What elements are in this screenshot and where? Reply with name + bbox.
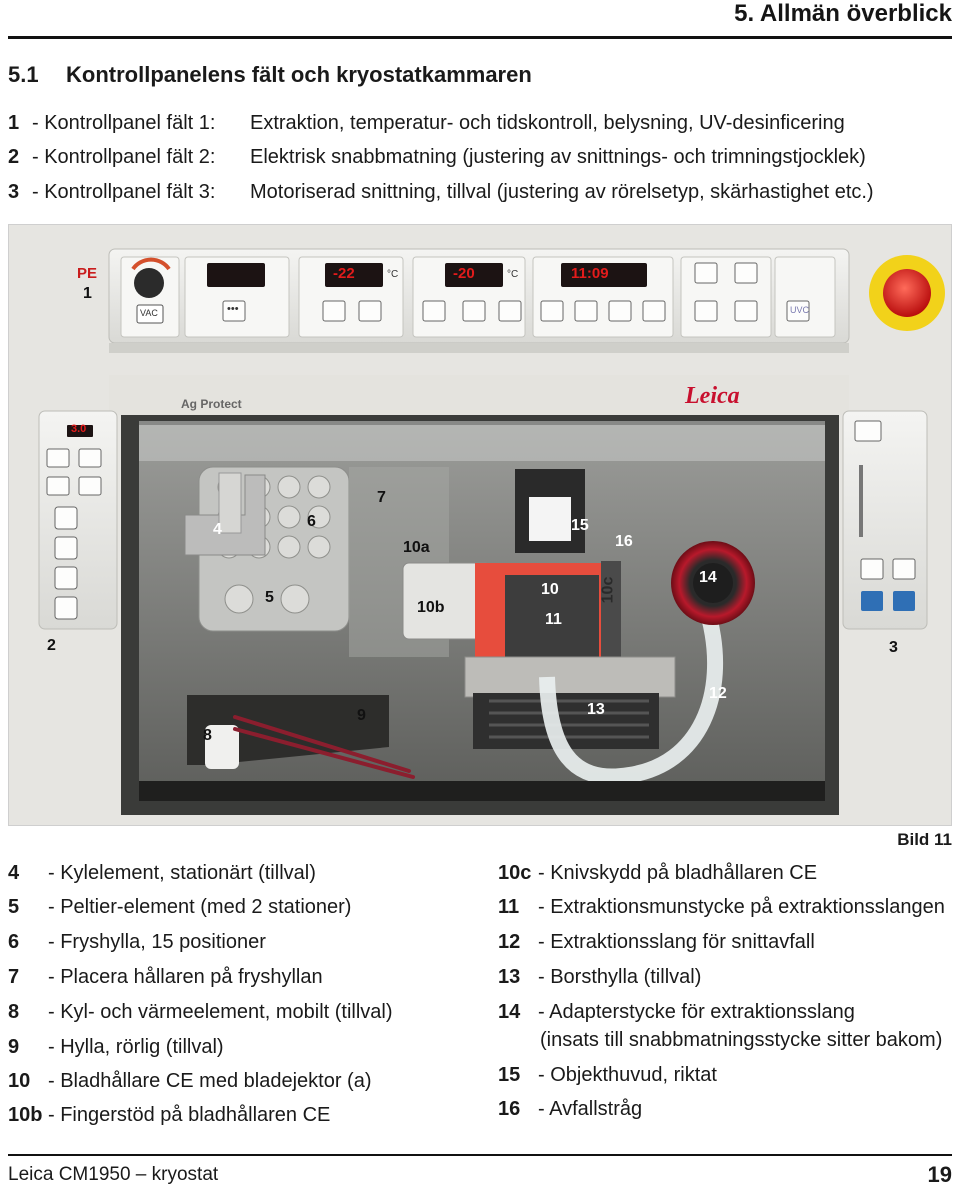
legend-item: 5- Peltier-element (med 2 stationer)	[8, 896, 352, 918]
section-number: 5.1	[8, 62, 39, 87]
callout-10a: 10a	[403, 539, 430, 556]
overview-label: - Kontrollpanel fält 2:	[32, 146, 216, 168]
legend-item: 11- Extraktionsmunstycke på extraktionss…	[498, 896, 945, 918]
cryostat-photo: PE -22 -20 11:09 3.0 °C °C VAC UVC ••• A…	[8, 224, 952, 826]
display-pe: PE	[77, 265, 98, 282]
overview-desc: Motoriserad snittning, tillval (justerin…	[250, 181, 874, 203]
callout-16: 16	[615, 533, 633, 550]
legend-item: 12- Extraktionsslang för snittavfall	[498, 931, 815, 953]
legend-item: 4- Kylelement, stationärt (tillval)	[8, 862, 316, 884]
extraction-hose	[539, 615, 724, 785]
footer-rule	[8, 1154, 952, 1156]
overview-row-3: 3 - Kontrollpanel fält 3: Motoriserad snit…	[8, 181, 874, 204]
mobile-heat-extractor	[205, 725, 239, 769]
overview-desc: Extraktion, temperatur- och tidskontroll…	[250, 112, 845, 134]
unit-celsius-1: °C	[387, 269, 399, 280]
overview-row-2: 2 - Kontrollpanel fält 2: Elektrisk snabbm…	[8, 146, 866, 169]
ag-protect-label: Ag Protect	[181, 397, 242, 411]
callout-14: 14	[699, 569, 717, 586]
section-title: 5.1 Kontrollpanelens fält och kryostatkam…	[8, 62, 532, 88]
display-clock: 11:09	[571, 265, 609, 282]
chapter-heading: 5. Allmän överblick	[734, 0, 952, 27]
unit-celsius-2: °C	[507, 269, 519, 280]
blade-holder-base	[464, 656, 676, 698]
panel-1-buttons	[222, 262, 810, 322]
overview-num: 1	[8, 112, 20, 134]
legend-item-continuation: (insats till snabbmatningsstycke sitter …	[540, 1029, 943, 1051]
callout-11: 11	[545, 611, 562, 628]
emergency-stop-button	[883, 269, 931, 317]
callout-7: 7	[377, 489, 386, 506]
legend-item: 8- Kyl- och värmeelement, mobilt (tillva…	[8, 1001, 393, 1023]
control-panel-2	[38, 410, 118, 630]
callout-6: 6	[307, 513, 316, 530]
legend-item: 10- Bladhållare CE med bladejektor (a)	[8, 1070, 372, 1092]
header-rule	[8, 36, 952, 39]
vac-button: VAC	[140, 308, 158, 318]
page-number: 19	[927, 1162, 952, 1187]
specimen-head	[529, 497, 571, 541]
display-thickness: 3.0	[71, 423, 87, 435]
display-temp-chamber: -20	[453, 265, 475, 282]
extraction-knob	[134, 268, 164, 298]
callout-4: 4	[213, 521, 222, 538]
leica-logo: Leica	[685, 383, 740, 409]
callout-10: 10	[541, 581, 559, 598]
callout-2: 2	[47, 637, 56, 654]
legend-item: 6- Fryshylla, 15 positioner	[8, 931, 266, 953]
legend-item: 13- Borsthylla (tillval)	[498, 966, 702, 988]
legend-item: 15- Objekthuvud, riktat	[498, 1064, 717, 1086]
callout-10b: 10b	[417, 599, 445, 616]
blade-holder	[505, 575, 599, 659]
legend-item: 10c- Knivskydd på bladhållaren CE	[498, 862, 818, 884]
legend-item: 16- Avfallstråg	[498, 1098, 643, 1120]
uvc-button: UVC	[790, 305, 810, 315]
dots-button: •••	[227, 303, 239, 315]
overview-num: 2	[8, 146, 20, 168]
overview-label: - Kontrollpanel fält 3:	[32, 181, 216, 203]
legend-item: 7- Placera hållaren på fryshyllan	[8, 966, 323, 988]
callout-15: 15	[571, 517, 589, 534]
red-displays	[207, 263, 647, 287]
figure-label: Bild 11	[897, 830, 952, 849]
callout-5: 5	[265, 589, 274, 606]
overview-num: 3	[8, 181, 20, 203]
section-title-text: Kontrollpanelens fält och kryostatkammar…	[66, 62, 532, 87]
callout-10c: 10c	[599, 576, 617, 604]
callout-8: 8	[203, 727, 212, 744]
overview-row-1: 1 - Kontrollpanel fält 1: Extraktion, temp…	[8, 112, 845, 135]
callout-13: 13	[587, 701, 605, 718]
callout-12: 12	[709, 685, 727, 702]
panel-edge	[109, 343, 849, 353]
legend-item: 10b- Fingerstöd på bladhållaren CE	[8, 1104, 331, 1126]
overview-desc: Elektrisk snabbmatning (justering av sni…	[250, 146, 866, 168]
callout-1: 1	[83, 285, 92, 302]
legend-item: 9- Hylla, rörlig (tillval)	[8, 1036, 224, 1058]
footer-product: Leica CM1950 – kryostat	[8, 1164, 219, 1185]
callout-3: 3	[889, 639, 898, 656]
legend-item: 14- Adapterstycke för extraktionsslang	[498, 1001, 855, 1023]
overview-label: - Kontrollpanel fält 1:	[32, 112, 216, 134]
callout-9: 9	[357, 707, 366, 724]
brushes	[233, 715, 415, 779]
display-temp-specimen: -22	[333, 265, 355, 282]
cryostat-illustration	[9, 225, 951, 825]
